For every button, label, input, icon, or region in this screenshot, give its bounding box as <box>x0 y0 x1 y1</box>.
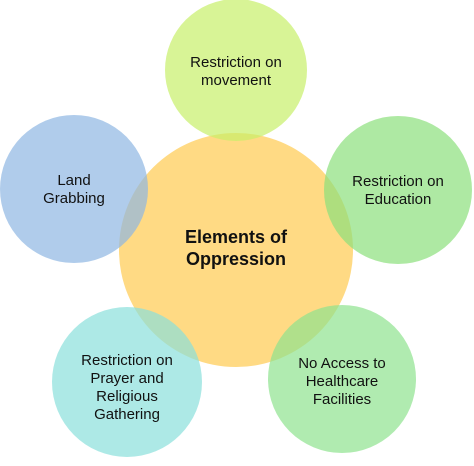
healthcare-circle <box>268 305 416 453</box>
land-circle <box>0 115 148 263</box>
movement-circle <box>165 0 307 141</box>
education-circle <box>324 116 472 264</box>
center-circle <box>119 133 353 367</box>
prayer-circle <box>52 307 202 457</box>
